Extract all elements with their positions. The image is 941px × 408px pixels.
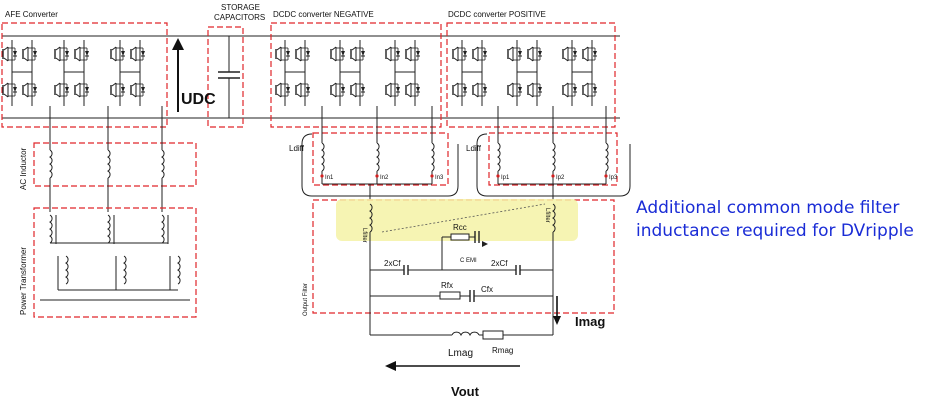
annotation-text: Additional common mode filter inductance… [636, 197, 936, 243]
current-markers-negative [320, 174, 434, 178]
cfx-label: Cfx [481, 285, 493, 294]
ac-inductor-box [33, 142, 197, 187]
ac-inductor-label: AC Inductor [19, 147, 28, 190]
lfilter-positive-label: Lfilter [544, 208, 550, 223]
annotation-line-1: Additional common mode filter [636, 198, 900, 218]
vout-arrow [385, 361, 520, 371]
lfilter-coils [369, 203, 556, 233]
dcdc-negative-switch-legs [276, 40, 420, 106]
output-filter-network [369, 232, 554, 340]
ac-inductors [49, 106, 165, 212]
vout-label: Vout [451, 384, 480, 399]
power-transformer-label: Power Transformer [19, 247, 28, 315]
dcdc-negative-label: DCDC converter NEGATIVE [273, 10, 374, 19]
storage-capacitors-box [207, 26, 244, 128]
cf-left-label: 2xCf [384, 259, 401, 268]
rmag-label: Rmag [492, 346, 513, 355]
lmag-label: Lmag [448, 348, 473, 359]
imag-arrow [553, 296, 561, 325]
imag-label: Imag [575, 314, 605, 329]
common-mode-highlight [336, 199, 578, 241]
udc-arrow [172, 38, 184, 112]
ip2-label: Ip2 [556, 175, 565, 181]
udc-label: UDC [181, 91, 216, 108]
ip3-label: Ip3 [609, 175, 618, 181]
ip1-label: Ip1 [501, 175, 510, 181]
rcc-label: Rcc [453, 223, 467, 232]
dcdc-negative-box [270, 22, 442, 128]
ldiff-positive-coils [497, 106, 609, 200]
dcdc-positive-box [446, 22, 616, 128]
cf-right-label: 2xCf [491, 259, 508, 268]
dcdc-positive-label: DCDC converter POSITIVE [448, 10, 546, 19]
storage-capacitor-symbol [218, 36, 240, 118]
ldiff-positive-label: Ldiff [466, 144, 482, 153]
ldiff-negative-box [312, 132, 449, 186]
afe-converter-label: AFE Converter [5, 10, 58, 19]
dcdc-positive-switch-legs [453, 40, 597, 106]
storage-label-line1: STORAGE [221, 3, 260, 12]
power-transformer-box [33, 207, 197, 318]
annotation-line-2: inductance required for DVripple [636, 221, 914, 241]
rcc-cemi-branch [441, 231, 488, 270]
afe-converter-box [1, 22, 168, 128]
afe-switch-legs [3, 40, 145, 106]
transformer-windings [40, 214, 190, 301]
rfx-label: Rfx [441, 281, 453, 290]
current-markers-positive [496, 174, 608, 178]
cemi-label: C EMI [460, 258, 477, 264]
lfilter-negative-label: Lfilter [361, 228, 367, 243]
ldiff-negative-label: Ldiff [289, 144, 305, 153]
storage-label-line2: CAPACITORS [214, 13, 265, 22]
ldiff-negative-coils [321, 106, 435, 200]
in2-label: In2 [380, 175, 389, 181]
output-filter-label: Output Filter [303, 283, 309, 316]
in1-label: In1 [325, 175, 334, 181]
in3-label: In3 [435, 175, 444, 181]
